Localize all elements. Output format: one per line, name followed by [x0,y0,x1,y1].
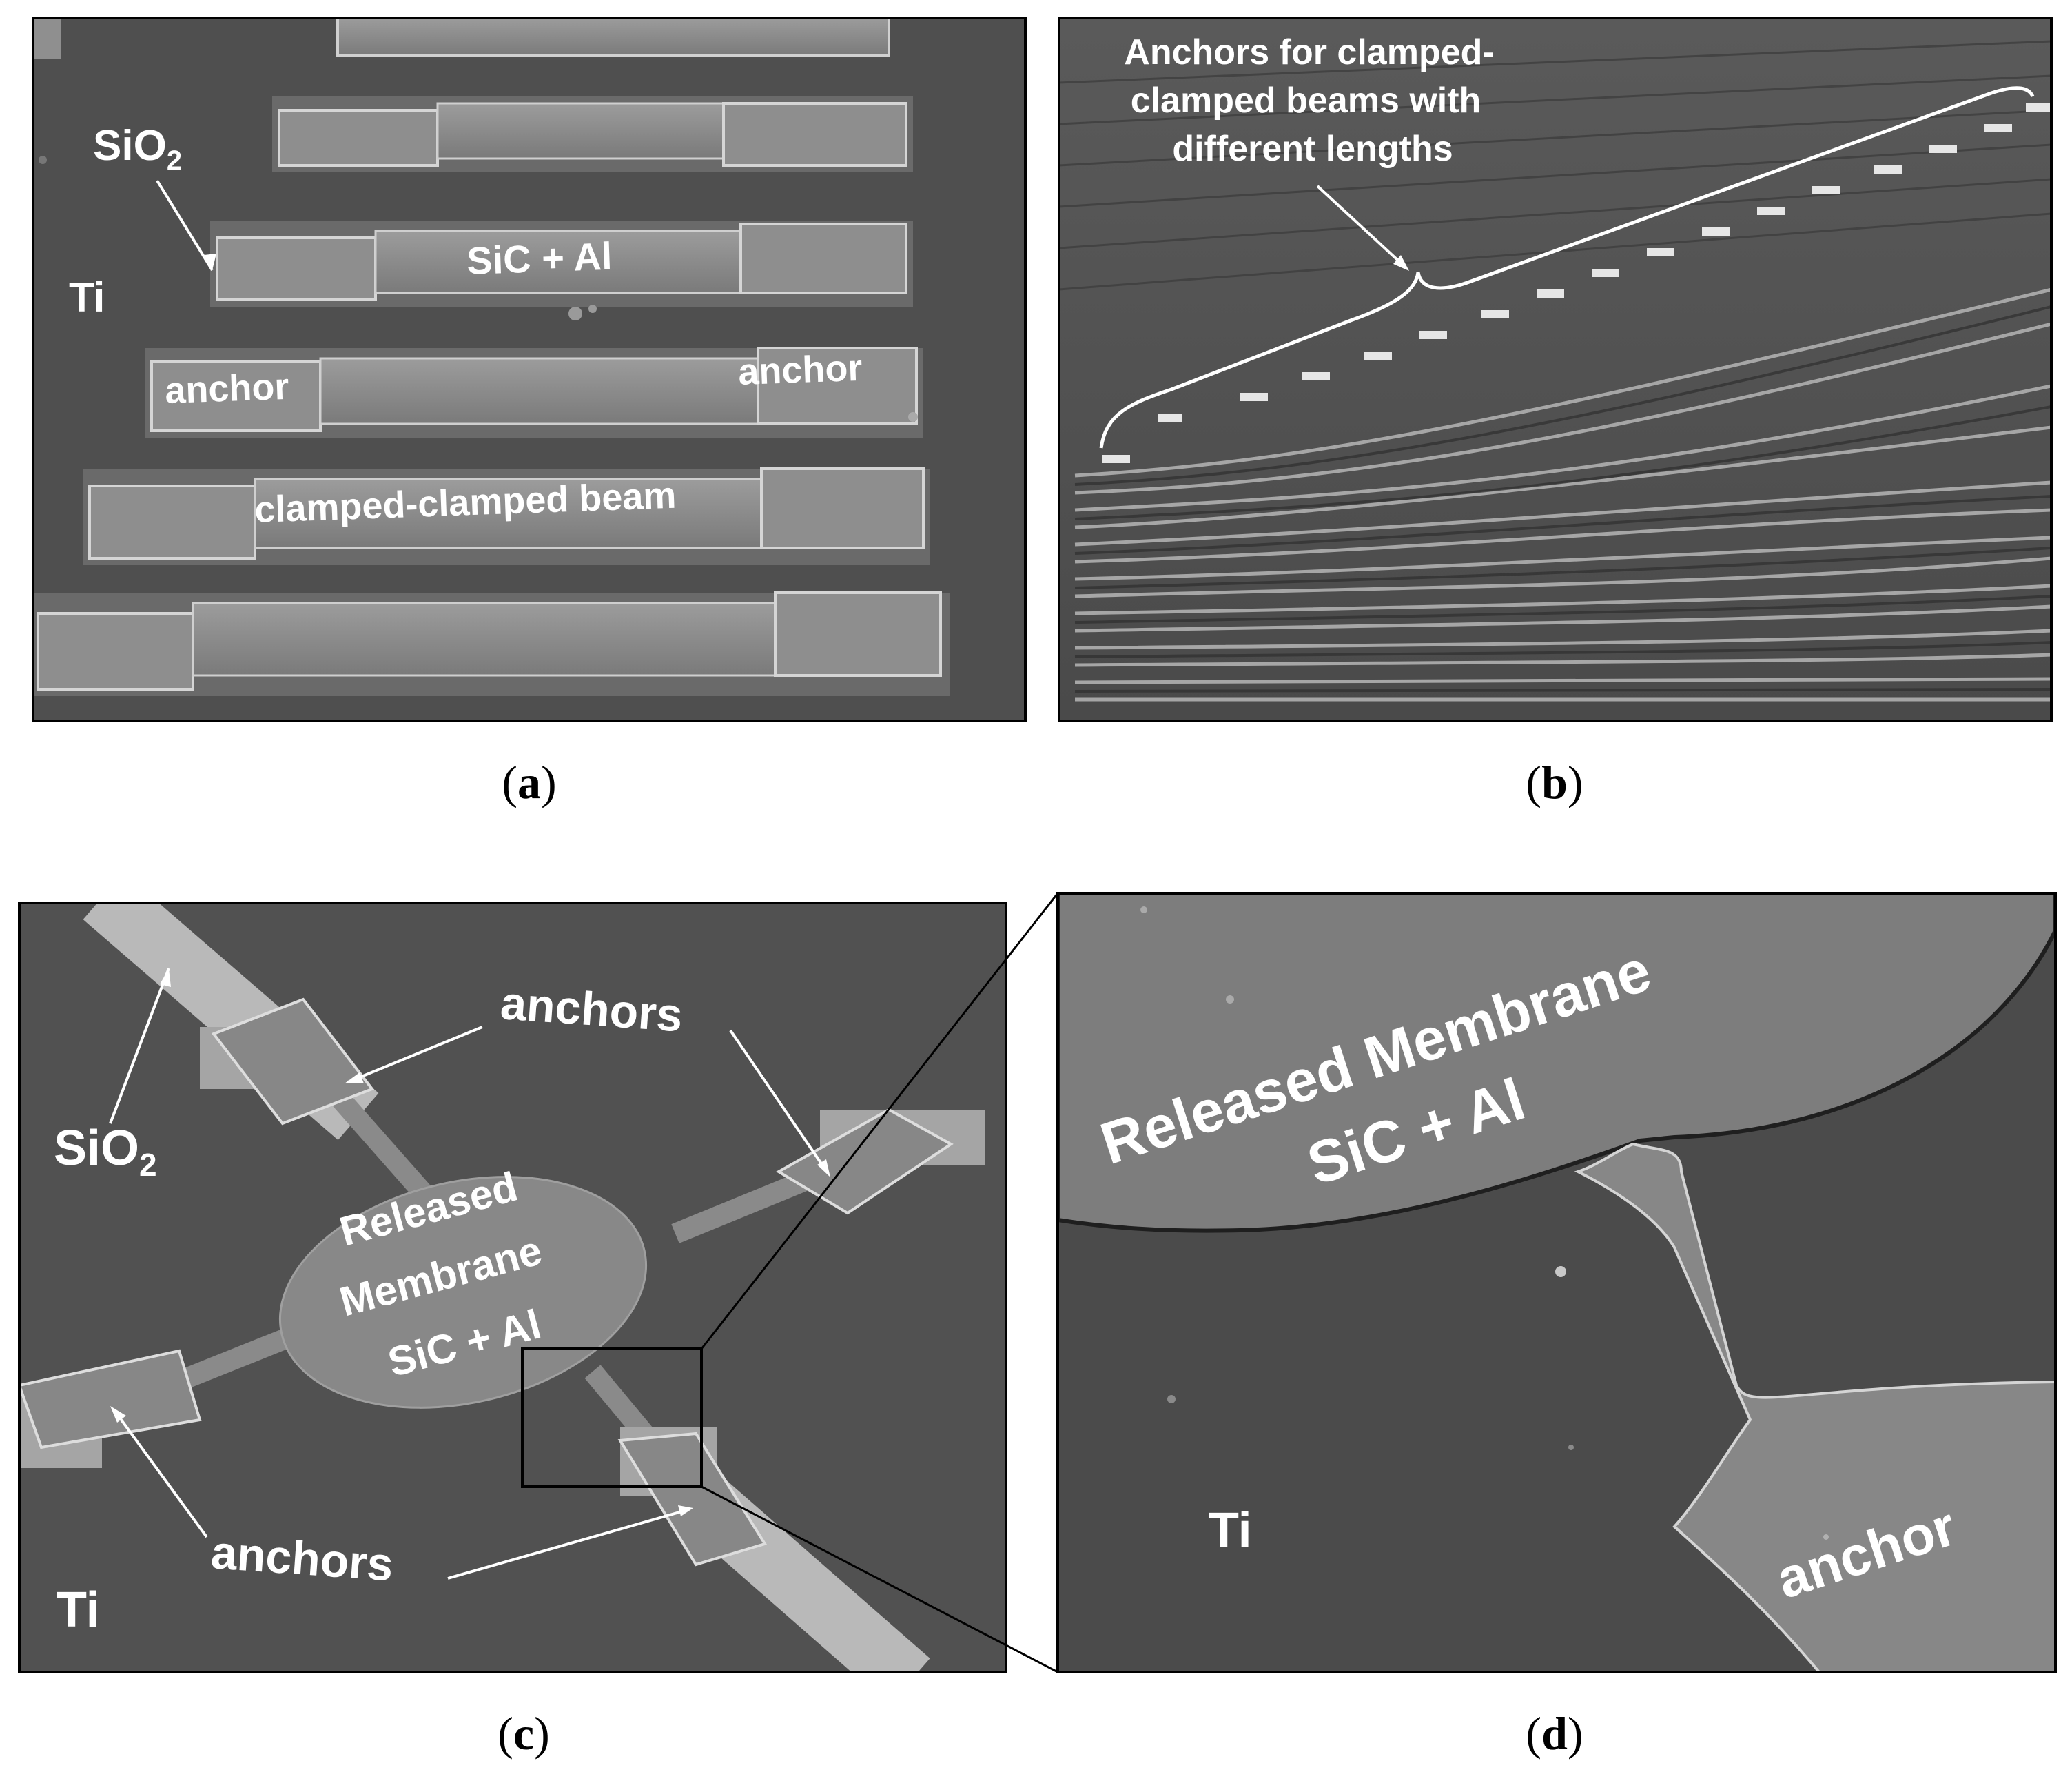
panel-d-image: Released Membrane SiC + Al Ti anchor [1058,893,2055,1672]
panel-d: Released Membrane SiC + Al Ti anchor (d) [1056,892,2057,1760]
beam [33,591,950,696]
label-ti: Ti [1209,1503,1252,1558]
arm-and-anchor [1574,1142,2055,1672]
label-anchors-line3: different lengths [1172,129,1453,169]
label-anchor-right: anchor [737,347,863,393]
panel-a: SiO2 Ti SiC + Al anchor anchor clamped-c… [32,17,1027,808]
label-sio2: SiO2 [54,1121,157,1183]
anchor-dots [1102,103,2051,463]
caption-b: (b) [1526,756,1583,808]
inset-box [521,1347,703,1488]
brace [1099,86,2035,449]
panel-c-frame [18,902,1007,1673]
panel-b-image: Anchors for clamped- clamped beams with … [1059,18,2051,721]
membrane [1058,893,2055,1233]
caption-c: (c) [498,1707,550,1760]
beams [1074,287,2051,702]
caption-d: (d) [1526,1707,1583,1760]
arrow [1316,185,1407,269]
anchor-pad [776,1108,985,1215]
anchor-pad [19,1349,202,1468]
arrow [156,179,214,272]
arrowhead [204,254,216,270]
label-anchors-line1: Anchors for clamped- [1124,32,1494,72]
caption-a: (a) [502,756,556,808]
anchor-pad [200,997,375,1126]
panel-c: anchors anchors SiO2 Ti Released Membran… [18,902,1007,1760]
arrowheads [110,968,830,1516]
label-ti: Ti [69,274,105,320]
beam [145,347,923,438]
panel-d-frame [1056,892,2057,1673]
panel-a-image: SiO2 Ti SiC + Al anchor anchor clamped-c… [33,18,1025,721]
zoom-connector [700,893,1059,1673]
beam [272,96,913,172]
beam [210,221,913,307]
panel-b: Anchors for clamped- clamped beams with … [1058,17,2053,808]
panel-b-frame [1058,17,2053,722]
label-anchors-line2: clamped beams with [1131,81,1481,121]
beam-partial-top [33,18,890,59]
label-anchors-top: anchors [499,977,684,1041]
label-anchors-bottom: anchors [209,1526,395,1591]
label-anchor-left: anchor [164,366,289,411]
beam [83,467,930,565]
label-sio2: SiO2 [93,122,182,176]
label-sic-al: SiC + Al [466,234,613,283]
label-ti: Ti [57,1582,100,1638]
arrows [109,968,828,1580]
panel-c-image: anchors anchors SiO2 Ti Released Membran… [19,903,1006,1672]
arrowhead [1393,255,1409,271]
panel-a-frame [32,17,1027,722]
